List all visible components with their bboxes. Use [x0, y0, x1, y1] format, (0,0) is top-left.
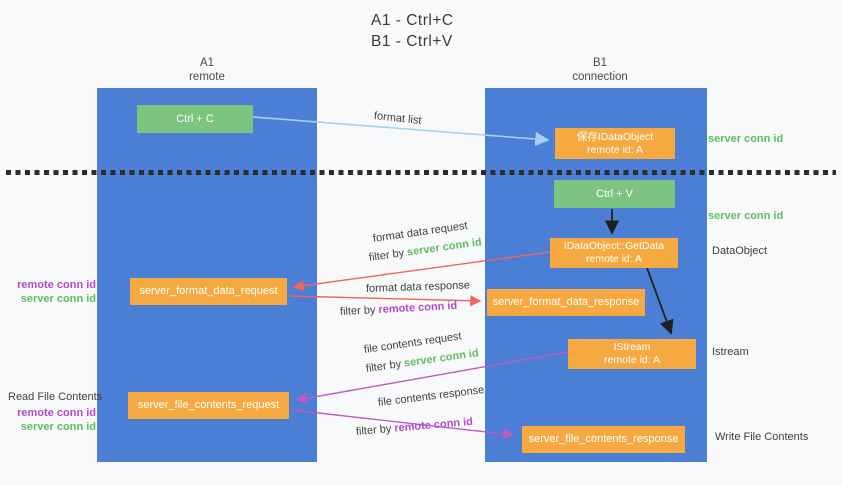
title-line-b1: B1 - Ctrl+V: [371, 33, 453, 50]
node-ctrl-v: Ctrl + V: [554, 180, 675, 208]
lifeline-a1-name: remote: [189, 71, 225, 83]
node-istream-line1: IStream: [613, 341, 651, 353]
node-istream-line2: remote id: A: [603, 354, 661, 366]
filter-by-text-4: filter by: [355, 422, 392, 438]
node-save-idataobject: 保存IDataObject remote id: A: [555, 128, 675, 159]
server-conn-id-text-1: server conn id: [406, 236, 483, 259]
side-label-dataobject: DataObject: [712, 245, 768, 257]
lifeline-header-a1: A1 remote: [142, 56, 272, 84]
label-format-list: format list: [373, 110, 423, 127]
side-label-server-conn-id-mid: server conn id: [708, 210, 784, 222]
lifeline-header-b1: B1 connection: [535, 56, 665, 84]
node-server-file-contents-response-label: server_file_contents_response: [528, 433, 679, 445]
remote-conn-id-text-2: remote conn id: [393, 415, 474, 435]
filter-by-text-3: filter by: [365, 358, 402, 375]
side-label-conn-ids-file: remote conn id server conn id: [0, 406, 96, 434]
node-getdata: IDataObject::GetData remote id: A: [550, 238, 678, 268]
phase-divider-line: [6, 170, 836, 175]
node-server-format-data-request: server_format_data_request: [130, 278, 287, 305]
node-server-file-contents-request: server_file_contents_request: [128, 392, 289, 419]
side-label-conn-ids-format: remote conn id server conn id: [0, 278, 96, 306]
title-line-a1: A1 - Ctrl+C: [371, 12, 454, 29]
node-istream: IStream remote id: A: [568, 339, 696, 369]
side-label-server-conn-id-top: server conn id: [708, 133, 784, 145]
node-server-file-contents-response: server_file_contents_response: [522, 426, 685, 453]
lifeline-a1-id: A1: [199, 57, 215, 69]
side-label-server-conn-id-left-2: server conn id: [20, 421, 96, 433]
node-getdata-line2: remote id: A: [585, 253, 643, 265]
node-server-format-data-response: server_format_data_response: [487, 289, 645, 316]
node-server-format-data-request-label: server_format_data_request: [139, 285, 278, 297]
side-label-server-conn-id-left-1: server conn id: [20, 293, 96, 305]
remote-conn-id-text-1: remote conn id: [378, 299, 458, 316]
label-format-data-response: format data response: [365, 279, 471, 295]
side-label-write-file-contents: Write File Contents: [715, 431, 809, 443]
node-save-idataobject-line1: 保存IDataObject: [576, 130, 654, 143]
lifeline-b1-name: connection: [572, 71, 628, 83]
node-ctrl-c: Ctrl + C: [137, 105, 253, 133]
side-label-read-file-contents: Read File Contents: [8, 391, 103, 403]
node-ctrl-v-label: Ctrl + V: [596, 188, 633, 200]
node-ctrl-c-label: Ctrl + C: [176, 113, 214, 125]
server-conn-id-text-2: server conn id: [403, 347, 480, 370]
side-label-remote-conn-id-1: remote conn id: [17, 279, 96, 291]
node-getdata-line1: IDataObject::GetData: [563, 240, 665, 252]
node-save-idataobject-line2: remote id: A: [586, 143, 644, 156]
side-label-istream: Istream: [712, 346, 749, 358]
filter-by-text-2: filter by: [339, 304, 376, 318]
lifeline-b1-id: B1: [592, 57, 608, 69]
side-label-remote-conn-id-2: remote conn id: [17, 407, 96, 419]
node-server-file-contents-request-label: server_file_contents_request: [137, 399, 280, 411]
label-file-contents-response: file contents response: [377, 384, 485, 409]
node-server-format-data-response-label: server_format_data_response: [492, 296, 640, 308]
filter-by-text-1: filter by: [368, 247, 405, 264]
diagram-title: A1 - Ctrl+C B1 - Ctrl+V: [371, 10, 454, 52]
